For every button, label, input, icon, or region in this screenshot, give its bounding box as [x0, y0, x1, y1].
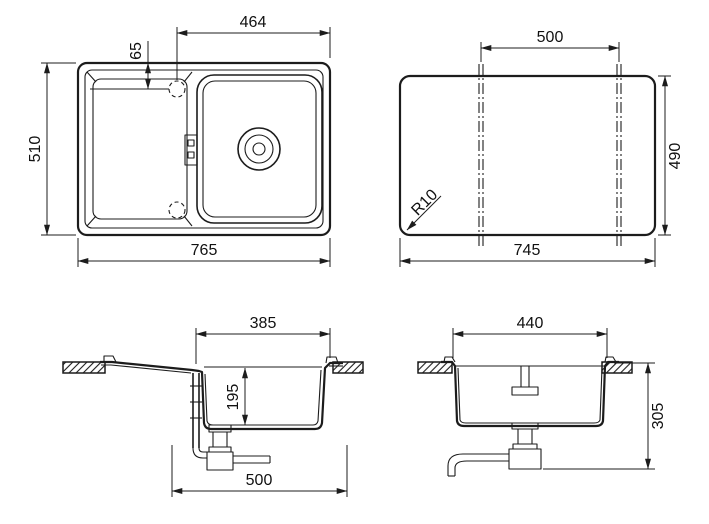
- outlet-pipe: [454, 460, 509, 476]
- fitting-detail: [187, 151, 195, 159]
- bowl-outline: [196, 74, 323, 224]
- coupling-nut: [208, 446, 232, 453]
- bowl-inner-wall: [204, 369, 322, 426]
- drain-trap-front: [206, 424, 271, 471]
- tap-hole-top: [168, 80, 186, 98]
- dim-label-745: 745: [514, 242, 541, 259]
- left-rim-lip: [443, 356, 456, 363]
- dim-plan-tap-offset: 65: [128, 41, 151, 90]
- divider-fitting: [184, 134, 198, 166]
- bowl: [196, 74, 323, 224]
- dim-plan-top-width: 464: [176, 14, 331, 80]
- leader-line: [406, 195, 442, 231]
- drainboard-outline: [92, 78, 188, 220]
- corner-line: [183, 71, 193, 83]
- dim-label-440: 440: [517, 315, 544, 332]
- dim-label-500: 500: [537, 29, 564, 46]
- dim-plan-overall-width: 765: [77, 238, 331, 267]
- fixing-channel-left: [478, 64, 484, 247]
- drainboard: [86, 71, 193, 227]
- front-section-view: 385 195 500: [62, 315, 364, 497]
- corner-line: [183, 215, 193, 227]
- sink-profile-outer: [100, 360, 343, 431]
- bottle-trap: [508, 448, 542, 470]
- bottle-trap: [206, 451, 234, 471]
- bowl-inner: [202, 80, 317, 218]
- dim-label-r10: R10: [408, 186, 441, 219]
- corner-line: [86, 215, 97, 227]
- fixing-channel-right: [616, 64, 622, 247]
- sink-outline: [76, 61, 332, 237]
- dim-cutout-depth: 490: [658, 75, 684, 236]
- right-rim-lip: [325, 356, 339, 364]
- dim-cutout-channel-spacing: 500: [480, 29, 620, 62]
- plan-view: 464 65 510 765: [27, 14, 332, 267]
- sink-profile-outer: [441, 360, 619, 428]
- overflow-pipe: [190, 373, 207, 459]
- sink-rim: [84, 69, 324, 229]
- right-rim-lip: [604, 356, 617, 363]
- dim-label-490: 490: [667, 143, 684, 170]
- dim-front-bowl-width: 385: [195, 315, 331, 364]
- dim-front-bowl-depth: 195: [225, 367, 248, 426]
- drainboard-underside: [101, 364, 192, 374]
- dim-plan-depth: 510: [27, 62, 76, 236]
- drain-outline: [237, 127, 281, 171]
- dim-label-500: 500: [246, 472, 273, 489]
- drain-inner: [244, 134, 274, 164]
- dim-label-765: 765: [191, 242, 218, 259]
- cutout-view: 500 490 745 R10: [398, 29, 684, 267]
- dim-label-65: 65: [128, 42, 145, 60]
- strainer: [511, 422, 539, 430]
- dim-cutout-width: 745: [399, 238, 656, 267]
- counter-left: [62, 361, 106, 374]
- drain-trap-side: [447, 422, 542, 477]
- drain-center: [252, 142, 266, 156]
- dim-side-overall-depth: 305: [543, 362, 667, 470]
- counter-right: [332, 361, 364, 374]
- tap-hole-fitting: [511, 366, 539, 396]
- outlet-pipe: [447, 453, 509, 476]
- dim-side-bowl-width: 440: [452, 315, 608, 358]
- dim-label-510: 510: [27, 136, 44, 163]
- dim-label-385: 385: [250, 315, 277, 332]
- tap-hole-bottom: [168, 201, 186, 219]
- left-rim-lip: [103, 355, 117, 363]
- corner-line: [86, 71, 97, 83]
- coupling-nut: [512, 443, 538, 450]
- pipe-elbow: [198, 447, 207, 453]
- corner-radius-annotation: R10: [406, 186, 442, 231]
- cutout-outline: [398, 74, 657, 237]
- strainer: [208, 424, 232, 433]
- dim-front-base-width: 500: [171, 445, 348, 497]
- counter-left: [417, 361, 453, 374]
- dim-label-195: 195: [225, 384, 242, 411]
- fitting-flange: [511, 386, 539, 396]
- dim-label-464: 464: [240, 14, 267, 31]
- side-section-view: 440 305: [417, 315, 667, 477]
- fitting-detail: [187, 139, 195, 147]
- pipe-elbow: [192, 447, 207, 459]
- dim-label-305: 305: [650, 403, 667, 430]
